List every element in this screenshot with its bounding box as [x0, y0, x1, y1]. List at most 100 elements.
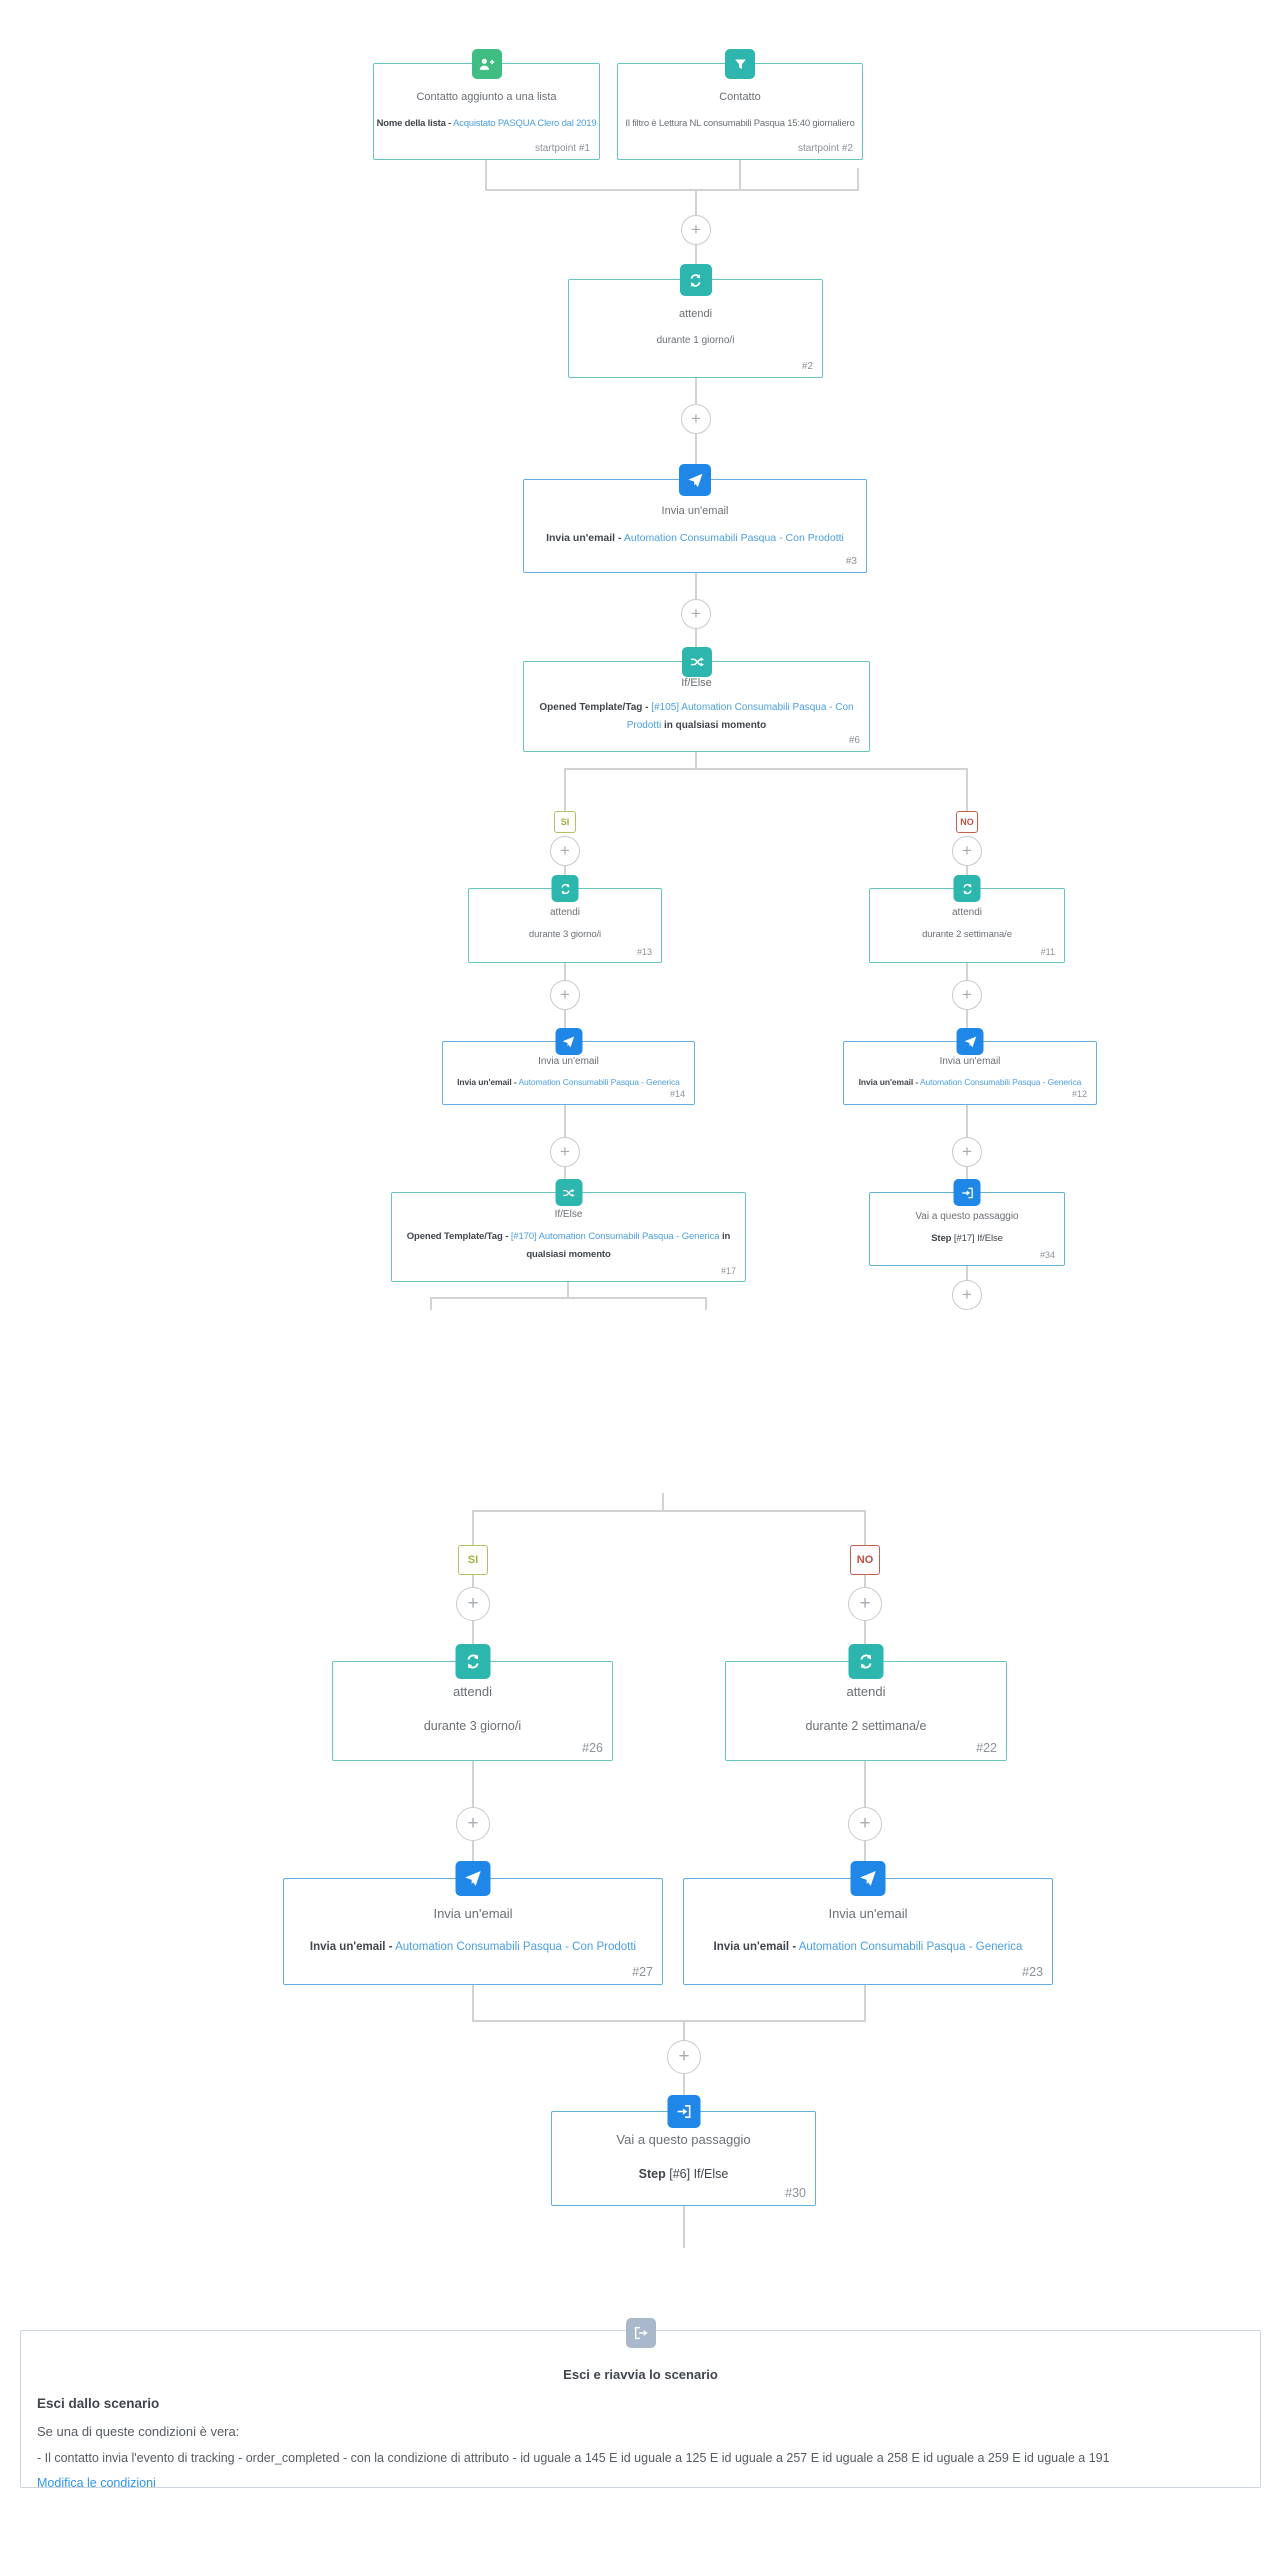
node-startpoint-1[interactable]: Contatto aggiunto a una lista Nome della…: [373, 49, 600, 160]
add-step-button[interactable]: +: [848, 1587, 882, 1621]
wait-sync-icon: [953, 875, 981, 902]
node-content: Vai a questo passaggio Step [#17] If/Els…: [870, 1193, 1064, 1265]
detail-label: Step: [638, 2166, 666, 2181]
step-number: #14: [669, 1089, 685, 1099]
step-number: #17: [720, 1266, 736, 1276]
plus-icon: +: [859, 1593, 871, 1614]
connector-line: [857, 168, 859, 190]
connector-line: [864, 1841, 866, 1866]
connector-line: [472, 1761, 474, 1807]
node-email-12[interactable]: Invia un'email Invia un'email - Automati…: [843, 1028, 1097, 1105]
connector-line: [695, 752, 697, 769]
sign-in-icon: [953, 1179, 981, 1206]
node-title: Invia un'email: [828, 1905, 908, 1921]
node-wait-2[interactable]: attendi durante 1 giorno/i #2: [568, 264, 823, 378]
add-step-button[interactable]: +: [681, 404, 711, 434]
add-step-button[interactable]: +: [681, 599, 711, 629]
template-link: Automation Consumabili Pasqua - Generica: [798, 1940, 1023, 1953]
add-step-button[interactable]: +: [952, 836, 982, 866]
node-detail: durante 1 giorno/i: [657, 332, 735, 350]
add-step-button[interactable]: +: [667, 2040, 701, 2074]
detail-label: Invia un'email -: [546, 531, 622, 544]
node-email-3[interactable]: Invia un'email Invia un'email - Automati…: [523, 464, 867, 573]
node-wait-22[interactable]: attendi durante 2 settimana/e #22: [725, 1644, 1007, 1761]
node-email-23[interactable]: Invia un'email Invia un'email - Automati…: [683, 1861, 1053, 1985]
node-title: attendi: [678, 307, 713, 320]
exit-title: Esci e riavvia lo scenario: [563, 2367, 718, 2382]
template-link: [#105] Automation Consumabili Pasqua - C…: [626, 701, 854, 731]
node-title: If/Else: [554, 1209, 583, 1221]
detail-text: Il filtro è Lettura NL consumabili Pasqu…: [625, 117, 855, 129]
add-step-button[interactable]: +: [456, 1807, 490, 1841]
node-content: Contatto aggiunto a una lista Nome della…: [374, 64, 599, 159]
add-step-button[interactable]: +: [952, 1280, 982, 1310]
template-link: Automation Consumabili Pasqua - Con Prod…: [395, 1940, 637, 1953]
node-ifelse-6[interactable]: If/Else Opened Template/Tag - [#105] Aut…: [523, 647, 870, 752]
plus-icon: +: [560, 841, 570, 860]
connector-line: [472, 1510, 474, 1545]
node-wait-13[interactable]: attendi durante 3 giorno/i #13: [468, 875, 662, 963]
node-title: Invia un'email: [939, 1055, 1001, 1067]
add-step-button[interactable]: +: [952, 1137, 982, 1167]
connector-line: [705, 1297, 707, 1310]
node-wait-11[interactable]: attendi durante 2 settimana/e #11: [869, 875, 1065, 963]
exit-details: Esci dallo scenario Se una di queste con…: [21, 2396, 1260, 2492]
detail-text: durante 3 giorno/i: [423, 1719, 522, 1734]
connector-line: [472, 2020, 866, 2022]
node-email-14[interactable]: Invia un'email Invia un'email - Automati…: [442, 1028, 695, 1105]
node-content: attendi durante 2 settimana/e: [726, 1662, 1006, 1760]
connector-line: [864, 1761, 866, 1807]
edit-conditions-link[interactable]: Modifica le condizioni: [37, 2476, 156, 2490]
add-step-button[interactable]: +: [952, 980, 982, 1010]
detail-label: Step: [931, 1232, 952, 1244]
connector-line: [683, 2206, 685, 2248]
add-step-button[interactable]: +: [681, 215, 711, 245]
connector-line: [564, 768, 967, 770]
node-goto-34[interactable]: Vai a questo passaggio Step [#17] If/Els…: [869, 1179, 1065, 1266]
node-detail: Il filtro è Lettura NL consumabili Pasqu…: [625, 115, 854, 132]
node-detail: Opened Template/Tag - [#105] Automation …: [538, 699, 855, 735]
node-detail: Invia un'email - Automation Consumabili …: [310, 1937, 636, 1958]
add-step-button[interactable]: +: [848, 1807, 882, 1841]
paper-plane-icon: [555, 1028, 582, 1055]
template-link: [#170] Automation Consumabili Pasqua - G…: [510, 1231, 720, 1243]
node-exit-restart[interactable]: Esci e riavvia lo scenario Esci dallo sc…: [20, 2330, 1261, 2490]
step-number: #12: [1071, 1089, 1087, 1099]
connector-line: [564, 866, 566, 875]
add-step-button[interactable]: +: [456, 1587, 490, 1621]
plus-icon: +: [691, 409, 701, 428]
connector-line: [472, 1841, 474, 1866]
detail-label: Invia un'email -: [457, 1076, 517, 1087]
node-title: attendi: [452, 1684, 493, 1700]
step-number: #11: [1040, 947, 1055, 957]
node-email-27[interactable]: Invia un'email Invia un'email - Automati…: [283, 1861, 663, 1985]
detail-label: Nome della lista -: [376, 117, 452, 129]
node-content: Vai a questo passaggio Step [#6] If/Else: [552, 2112, 815, 2205]
connector-line: [695, 573, 697, 599]
wait-sync-icon: [679, 264, 712, 296]
step-number: #2: [801, 361, 813, 372]
node-detail: Invia un'email - Automation Consumabili …: [714, 1937, 1023, 1958]
add-step-button[interactable]: +: [550, 836, 580, 866]
node-detail: Invia un'email - Automation Consumabili …: [457, 1075, 680, 1090]
detail-suffix: in qualsiasi momento: [664, 719, 767, 731]
step-number: #6: [848, 735, 860, 746]
connector-line: [966, 768, 968, 811]
step-number: #3: [845, 556, 857, 567]
detail-text: durante 1 giorno/i: [656, 334, 735, 346]
node-wait-26[interactable]: attendi durante 3 giorno/i #26: [332, 1644, 613, 1761]
connector-line: [472, 1621, 474, 1644]
node-goto-30[interactable]: Vai a questo passaggio Step [#6] If/Else…: [551, 2095, 816, 2206]
paper-plane-icon: [455, 1861, 491, 1896]
paper-plane-icon: [679, 464, 711, 496]
add-step-button[interactable]: +: [550, 1137, 580, 1167]
node-startpoint-2[interactable]: Contatto Il filtro è Lettura NL consumab…: [617, 49, 863, 160]
step-number: startpoint #1: [534, 143, 590, 154]
step-number: #27: [632, 1965, 653, 1979]
node-content: Invia un'email Invia un'email - Automati…: [284, 1879, 662, 1984]
add-step-button[interactable]: +: [550, 980, 580, 1010]
branch-no-badge: NO: [850, 1545, 880, 1575]
exit-condition: - Il contatto invia l'evento di tracking…: [37, 2451, 1110, 2465]
paper-plane-icon: [850, 1861, 886, 1896]
node-ifelse-17[interactable]: If/Else Opened Template/Tag - [#170] Aut…: [391, 1179, 746, 1282]
